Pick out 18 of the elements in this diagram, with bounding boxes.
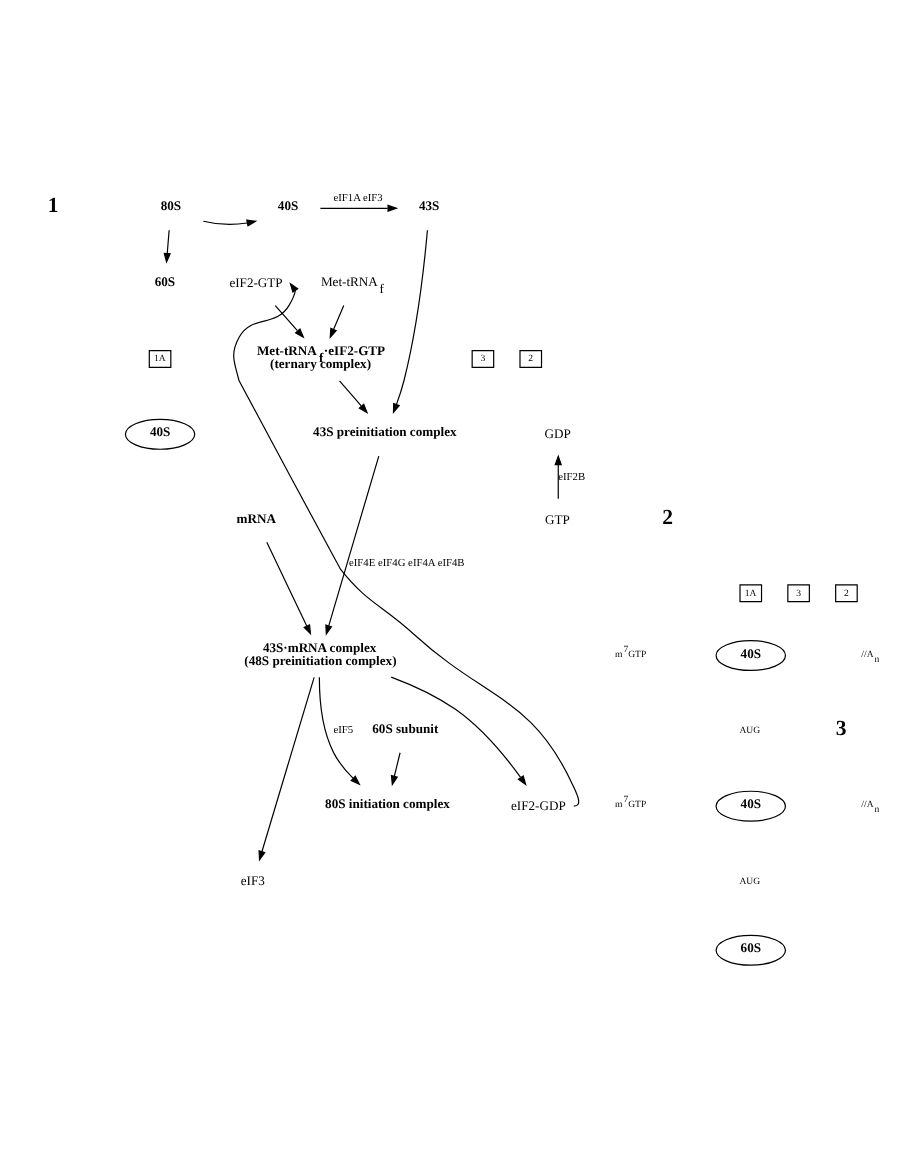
arrow (266, 541, 312, 636)
arrow (274, 304, 305, 339)
arrow (202, 219, 258, 227)
arrow (338, 380, 369, 414)
label: 2 (662, 506, 674, 531)
arrow (318, 676, 361, 786)
arrow (390, 676, 527, 786)
arrow (233, 282, 580, 807)
arrow (258, 676, 315, 862)
arrow (325, 455, 380, 636)
arrow (554, 454, 563, 500)
arrow (163, 229, 172, 264)
arrow (329, 304, 345, 339)
arrow (392, 229, 429, 415)
label: 3 (835, 716, 847, 741)
arrow (390, 752, 401, 787)
arrow (319, 204, 399, 213)
label: 1 (47, 194, 59, 219)
